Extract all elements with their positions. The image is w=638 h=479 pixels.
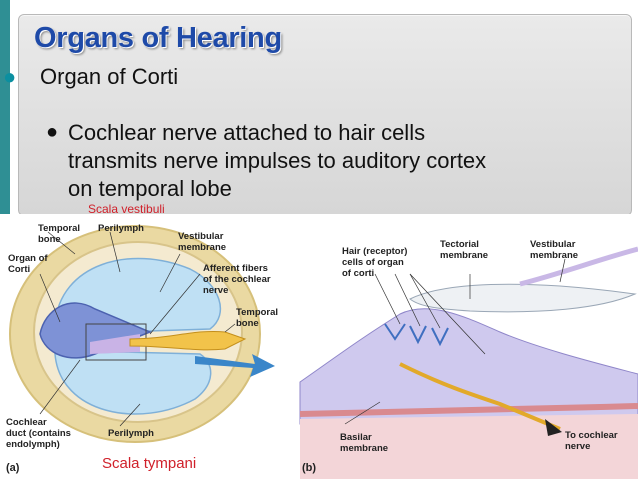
sub-bullet-marker: ●: [46, 121, 58, 144]
sub-bullet-line: transmits nerve impulses to auditory cor…: [68, 147, 628, 175]
label-temporal-bone-right-line1: Temporal: [236, 307, 278, 318]
label-temporal-bone-line2: bone: [38, 234, 61, 245]
label-organ-of-corti-line1: Organ of: [8, 253, 48, 264]
cochlea-illustration: Temporal bone Perilymph Vestibular membr…: [0, 214, 638, 479]
label-basilar-membrane-line2: membrane: [340, 443, 388, 454]
label-basilar-membrane-line1: Basilar: [340, 432, 372, 443]
label-afferent-fibers-line1: Afferent fibers: [203, 263, 268, 274]
label-perilymph-top: Perilymph: [98, 223, 144, 234]
sub-bullet-line: on temporal lobe: [68, 175, 628, 203]
label-tectorial-membrane-line2: membrane: [440, 250, 488, 261]
label-hair-cells-line3: of corti: [342, 268, 374, 279]
label-afferent-fibers-line2: of the cochlear: [203, 274, 271, 285]
accent-bar: [0, 0, 10, 214]
label-hair-cells-line1: Hair (receptor): [342, 246, 407, 257]
label-organ-of-corti-line2: Corti: [8, 264, 30, 275]
sub-bullet-text: Cochlear nerve attached to hair cells tr…: [68, 119, 628, 203]
slide-title: Organs of Hearing: [34, 22, 282, 55]
label-vestibular-membrane-b-line2: membrane: [530, 250, 578, 261]
label-to-cochlear-nerve-line2: nerve: [565, 441, 590, 452]
label-cochlear-duct-line2: duct (contains: [6, 428, 71, 439]
label-vestibular-membrane-a-line2: membrane: [178, 242, 226, 253]
label-afferent-fibers-line3: nerve: [203, 285, 228, 296]
scala-tympani-label: Scala tympani: [102, 455, 196, 472]
label-vestibular-membrane-b-line1: Vestibular: [530, 239, 576, 250]
label-cochlear-duct-line3: endolymph): [6, 439, 60, 450]
label-cochlear-duct-line1: Cochlear: [6, 417, 47, 428]
bullet-marker: ●: [3, 64, 16, 90]
label-temporal-bone-right-line2: bone: [236, 318, 259, 329]
scala-vestibuli-label: Scala vestibuli: [88, 202, 165, 216]
sub-bullet-line: Cochlear nerve attached to hair cells: [68, 119, 628, 147]
label-hair-cells-line2: cells of organ: [342, 257, 404, 268]
label-temporal-bone-line1: Temporal: [38, 223, 80, 234]
bullet-organ-of-corti: Organ of Corti: [40, 64, 178, 90]
label-vestibular-membrane-a-line1: Vestibular: [178, 231, 224, 242]
label-tectorial-membrane-line1: Tectorial: [440, 239, 479, 250]
label-perilymph-bottom: Perilymph: [108, 428, 154, 439]
label-to-cochlear-nerve-line1: To cochlear: [565, 430, 618, 441]
panel-letter-b: (b): [302, 462, 316, 474]
panel-letter-a: (a): [6, 462, 20, 474]
